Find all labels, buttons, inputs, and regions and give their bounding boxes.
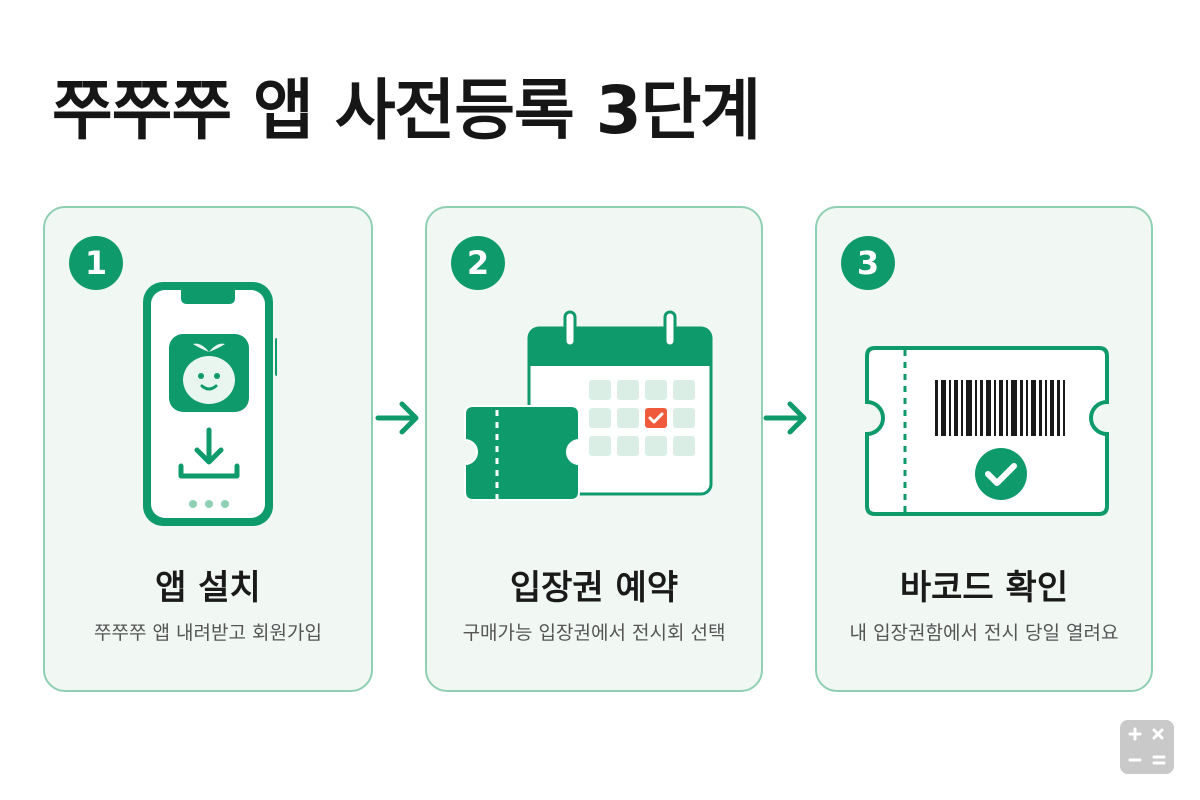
phone-download-icon [143, 282, 277, 526]
step-title: 앱 설치 [155, 568, 261, 608]
calculator-icon[interactable] [1120, 720, 1174, 774]
step-number-badge: 2 [451, 236, 505, 290]
page-title: 쭈쭈쭈 앱 사전등록 3단계 [52, 72, 761, 149]
step-card-1: 1 앱 설치 쭈쭈쭈 앱 내려받고 회원가입 [43, 206, 373, 692]
arrow-right-icon [763, 401, 807, 435]
step-card-3: 3 바코드 확인 내 입장권함에서 전시 당일 열려요 [815, 206, 1153, 692]
step-description: 내 입장권함에서 전시 당일 열려요 [849, 622, 1119, 644]
step-card-2: 2 입장권 예약 구매가능 입장권에서 전시회 선택 [425, 206, 763, 692]
step-title: 바코드 확인 [899, 568, 1069, 608]
step-number-badge: 1 [69, 236, 123, 290]
step-title: 입장권 예약 [509, 568, 679, 608]
barcode-ticket-icon [865, 346, 1109, 516]
step-number-badge: 3 [841, 236, 895, 290]
calendar-ticket-icon [464, 310, 713, 504]
step-description: 구매가능 입장권에서 전시회 선택 [462, 622, 726, 644]
barcode [935, 380, 1065, 436]
arrow-right-icon [375, 401, 419, 435]
step-description: 쭈쭈쭈 앱 내려받고 회원가입 [94, 622, 322, 644]
